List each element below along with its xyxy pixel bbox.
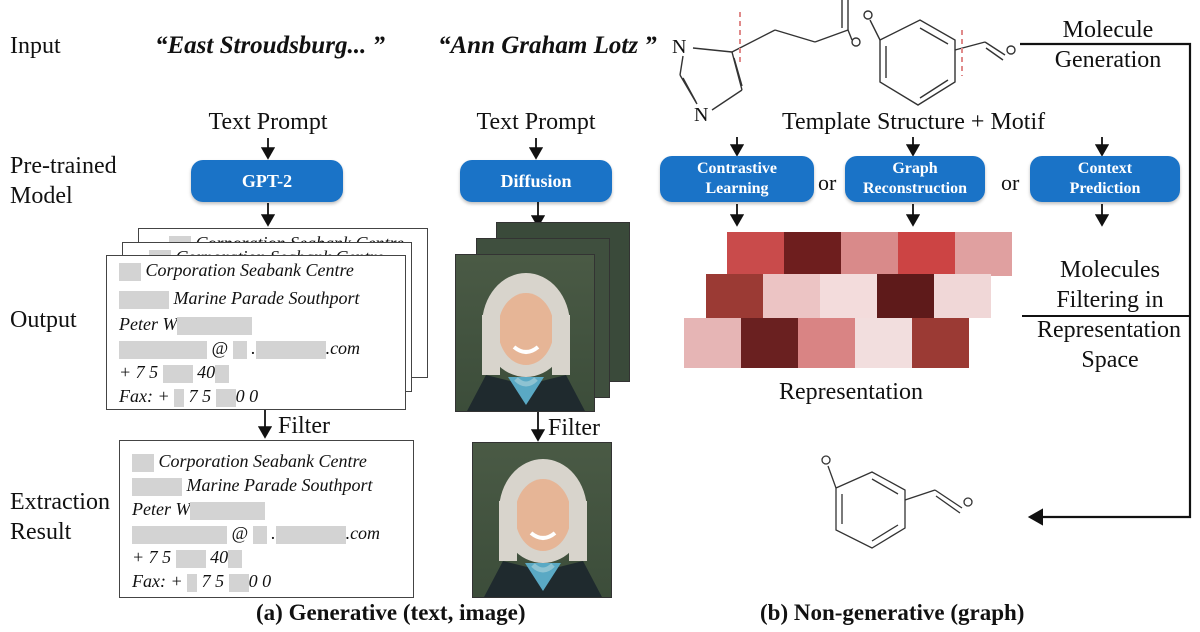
filtering-l3: Representation <box>1037 317 1181 343</box>
rep-cell <box>741 318 798 368</box>
graph-reconstruction-box: Graph Reconstruction <box>845 156 985 202</box>
benzene-molecule-top <box>863 10 1016 106</box>
template-label: Template Structure + Motif <box>782 109 1046 135</box>
rep-cell <box>955 232 1012 276</box>
representation-row-2 <box>706 274 991 318</box>
row-label-extraction-1: Extraction <box>10 489 110 515</box>
text-filter-label: Filter <box>278 413 330 439</box>
representation-label: Representation <box>779 379 923 405</box>
rep-cell <box>820 274 877 318</box>
gpt2-model-box: GPT-2 <box>191 160 343 202</box>
context-pred-l2: Prediction <box>1069 180 1141 197</box>
out-line3: Peter W <box>119 314 178 334</box>
rep-cell <box>706 274 763 318</box>
image-filter-label: Filter <box>548 415 600 441</box>
output-card-front: Corporation Seabank Centre Marine Parade… <box>106 255 406 410</box>
out-p40: 40 <box>197 362 216 382</box>
text-prompt-label: Text Prompt <box>208 109 328 135</box>
out-fax75: 7 5 <box>188 386 212 406</box>
rep-cell <box>934 274 991 318</box>
molecule-gen-l1: Molecule <box>1062 17 1154 43</box>
contrastive-l1: Contrastive <box>697 160 777 177</box>
rep-cell <box>841 232 898 276</box>
out-line1: Corporation Seabank Centre <box>145 260 354 280</box>
res-line2: Marine Parade Southport <box>186 475 373 495</box>
context-prediction-box: Context Prediction <box>1030 156 1180 202</box>
row-label-input: Input <box>10 33 61 59</box>
res-fax75: 7 5 <box>201 571 225 591</box>
out-line2: Marine Parade Southport <box>173 288 360 308</box>
res-line1: Corporation Seabank Centre <box>158 451 367 471</box>
text-input-quote: “East Stroudsburg... ” <box>155 32 385 59</box>
out-plus: + <box>119 362 132 382</box>
gpt2-model-label: GPT-2 <box>241 170 293 191</box>
out-com: .com <box>325 338 361 358</box>
portrait-drawing-filtered <box>484 459 602 597</box>
rep-cell <box>727 232 784 276</box>
diffusion-model-box: Diffusion <box>460 160 612 202</box>
rep-cell <box>898 232 955 276</box>
atom-n-bottom: N <box>694 104 709 126</box>
extraction-result-card: Corporation Seabank Centre Marine Parade… <box>119 440 414 598</box>
rep-cell <box>798 318 855 368</box>
representation-row-1 <box>727 232 1012 276</box>
imidazole-molecule <box>679 0 861 111</box>
filtered-image <box>472 442 612 598</box>
representation-row-3 <box>684 318 969 368</box>
row-label-output: Output <box>10 307 77 333</box>
res-fax: Fax: + <box>132 571 183 591</box>
rep-cell <box>763 274 820 318</box>
contrastive-learning-box: Contrastive Learning <box>660 156 814 202</box>
or-label-1: or <box>818 170 837 195</box>
rep-cell <box>784 232 841 276</box>
or-label-2: or <box>1001 170 1020 195</box>
filtering-l1: Molecules <box>1060 257 1160 283</box>
rep-cell <box>855 318 912 368</box>
contrastive-l2: Learning <box>705 180 769 197</box>
out-p75: 7 5 <box>135 362 159 382</box>
context-pred-l1: Context <box>1077 160 1133 177</box>
filtering-l4: Space <box>1081 347 1139 373</box>
flow-line-right <box>1020 42 1192 526</box>
atom-n-top: N <box>672 36 687 58</box>
res-line3: Peter W <box>132 499 191 519</box>
caption-a: (a) Generative (text, image) <box>256 600 526 625</box>
out-fax: Fax: + <box>119 386 170 406</box>
out-at: @ <box>211 338 229 358</box>
out-fax00: 0 0 <box>235 386 259 406</box>
rep-cell <box>684 318 741 368</box>
res-dot: . <box>271 523 276 543</box>
caption-b: (b) Non-generative (graph) <box>760 600 1025 625</box>
res-plus: + <box>132 547 145 567</box>
out-dot: . <box>251 338 256 358</box>
rep-cell <box>877 274 934 318</box>
res-p75: 7 5 <box>148 547 172 567</box>
row-label-pretrained-2: Model <box>10 183 73 209</box>
image-prompt-label: Text Prompt <box>476 109 596 135</box>
diffusion-model-label: Diffusion <box>500 170 572 191</box>
rep-cell <box>912 318 969 368</box>
row-label-extraction-2: Result <box>10 519 72 545</box>
graph-recon-l2: Reconstruction <box>863 180 967 197</box>
row-label-pretrained-1: Pre-trained <box>10 153 117 179</box>
res-fax00: 0 0 <box>248 571 272 591</box>
res-at: @ <box>231 523 249 543</box>
molecule-gen-l2: Generation <box>1054 47 1162 73</box>
generated-image-front <box>455 254 595 412</box>
graph-recon-l1: Graph <box>892 160 938 177</box>
filtering-l2: Filtering in <box>1056 287 1164 313</box>
res-com: .com <box>345 523 381 543</box>
res-p40: 40 <box>210 547 229 567</box>
image-input-quote: “Ann Graham Lotz ” <box>438 32 657 59</box>
portrait-drawing <box>467 273 585 411</box>
benzene-molecule-result <box>821 455 973 549</box>
